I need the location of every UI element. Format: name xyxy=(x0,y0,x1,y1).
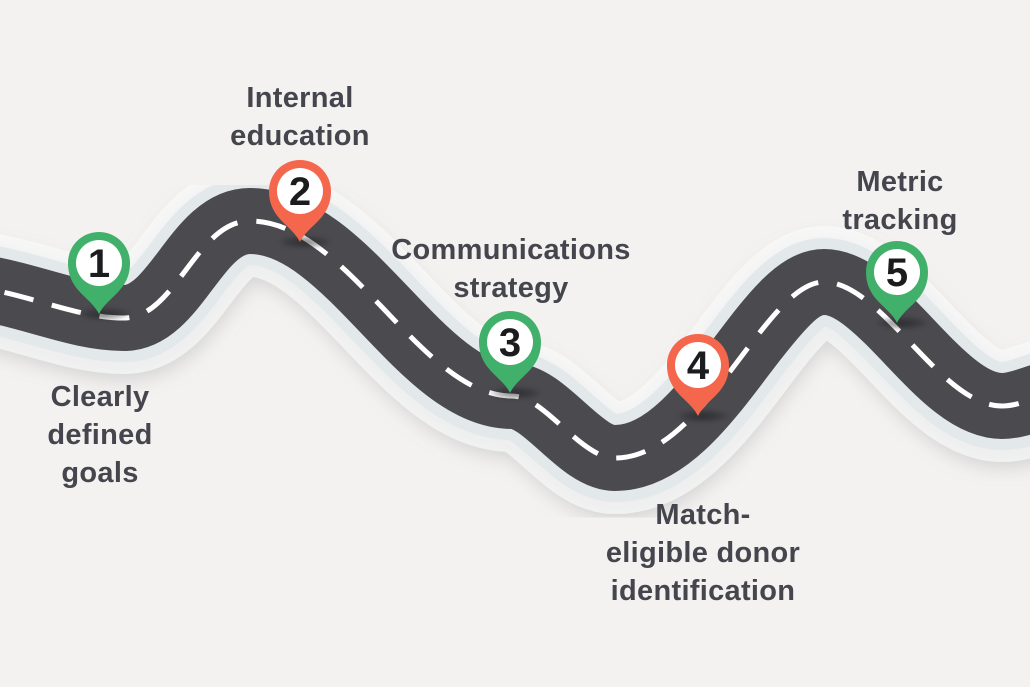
pin-inner-circle xyxy=(874,249,920,295)
pin-number: 1 xyxy=(88,242,110,286)
road-center-dashes xyxy=(0,218,1030,461)
pin-shadow-5 xyxy=(875,316,929,330)
step-label-1: Clearly defined goals xyxy=(47,381,153,489)
map-pin-4: 4 xyxy=(667,334,729,416)
pin-shadow-3 xyxy=(488,386,542,400)
pin-inner-circle xyxy=(675,342,721,388)
step-label-5: Metric tracking xyxy=(842,166,958,236)
step-label-4: Match- eligible donor identification xyxy=(605,499,801,607)
map-pin-1: 1 xyxy=(68,232,130,314)
map-pin-3: 3 xyxy=(479,311,541,393)
pin-number: 3 xyxy=(499,321,521,365)
pin-inner-circle xyxy=(277,168,323,214)
pin-shadow-1 xyxy=(77,307,131,321)
map-pin-5: 5 xyxy=(866,241,928,323)
step-label-2: Internal education xyxy=(230,82,370,152)
map-pin-2: 2 xyxy=(269,160,331,242)
pin-number: 4 xyxy=(687,344,710,388)
pin-number: 2 xyxy=(289,170,311,214)
pin-inner-circle xyxy=(487,319,533,365)
pin-inner-circle xyxy=(76,240,122,286)
pin-shadow-4 xyxy=(676,409,730,423)
pin-shadow-2 xyxy=(278,235,332,249)
pin-number: 5 xyxy=(886,251,908,295)
step-label-3: Communications strategy xyxy=(391,234,631,304)
